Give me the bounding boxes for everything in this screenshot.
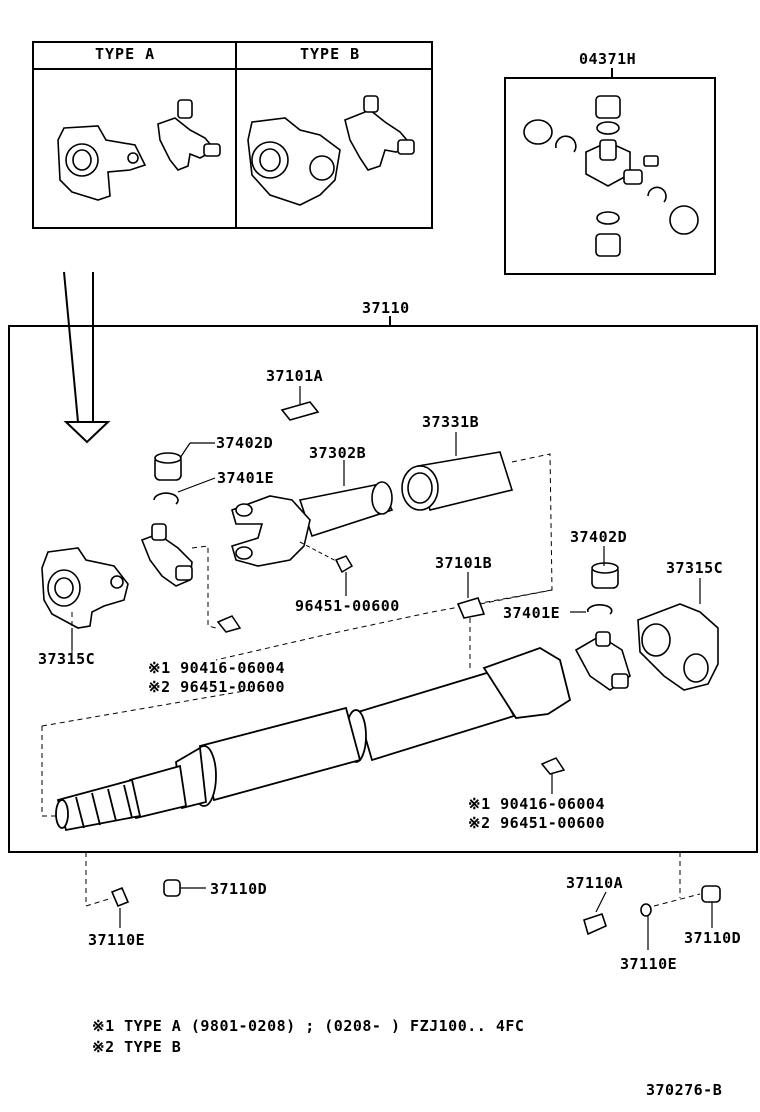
arrow-icon [63, 421, 111, 444]
label-mark1-left[interactable]: ※1 90416-06004 [148, 659, 285, 677]
label-37302b[interactable]: 37302B [309, 444, 367, 462]
footnote-1: ※1 TYPE A (9801-0208) ; (0208- ) FZJ100.… [92, 1017, 525, 1035]
label-37402d-top[interactable]: 37402D [216, 434, 274, 452]
bolt-37110a [583, 912, 607, 936]
clip-left [216, 615, 242, 633]
label-37110e-right[interactable]: 37110E [620, 955, 678, 973]
label-37101a[interactable]: 37101A [266, 367, 324, 385]
label-37110d-right[interactable]: 37110D [684, 929, 742, 947]
label-37402d-right[interactable]: 37402D [570, 528, 628, 546]
propeller-shaft [55, 647, 572, 832]
right-flange-parts [574, 603, 719, 691]
label-37331b[interactable]: 37331B [422, 413, 480, 431]
footnote-2: ※2 TYPE B [92, 1038, 182, 1056]
label-mark2-right[interactable]: ※2 96451-00600 [468, 814, 605, 832]
label-37101b[interactable]: 37101B [435, 554, 493, 572]
weight-37101a [280, 401, 320, 421]
clip-right [540, 757, 566, 775]
left-flange-parts [41, 523, 193, 629]
type-a-header: TYPE A [95, 45, 156, 63]
weight-37101b [456, 597, 486, 619]
label-37110e-left[interactable]: 37110E [88, 931, 146, 949]
label-37110a[interactable]: 37110A [566, 874, 624, 892]
nut-37110d-mid [163, 879, 181, 897]
diagram-code: 370276-B [646, 1081, 723, 1099]
nut-37110e-left [110, 886, 130, 908]
label-96451-00600[interactable]: 96451-00600 [295, 597, 400, 615]
washer-37110e-right [640, 903, 652, 917]
label-37315c-left[interactable]: 37315C [38, 650, 96, 668]
type-a-parts [57, 99, 221, 201]
label-37401e-top[interactable]: 37401E [217, 469, 275, 487]
label-04371h[interactable]: 04371H [579, 50, 637, 68]
label-37110d-mid[interactable]: 37110D [210, 880, 268, 898]
type-b-header: TYPE B [300, 45, 361, 63]
yoke-37302b [231, 481, 394, 567]
label-mark2-left[interactable]: ※2 96451-00600 [148, 678, 285, 696]
ring-37401e-top [153, 492, 179, 505]
nut-37110d-right [701, 885, 721, 903]
label-37401e-right[interactable]: 37401E [503, 604, 561, 622]
type-table-frame [32, 41, 433, 229]
kit-parts [523, 95, 699, 257]
label-37110[interactable]: 37110 [362, 299, 410, 317]
sleeve-37331b [401, 451, 514, 511]
kit-frame [504, 77, 716, 275]
type-b-parts [247, 95, 415, 206]
label-mark1-right[interactable]: ※1 90416-06004 [468, 795, 605, 813]
assembly-frame [8, 325, 758, 853]
label-37315c-right[interactable]: 37315C [666, 559, 724, 577]
grease-fitting-96451 [334, 555, 354, 574]
ring-37401e-right [586, 604, 613, 615]
